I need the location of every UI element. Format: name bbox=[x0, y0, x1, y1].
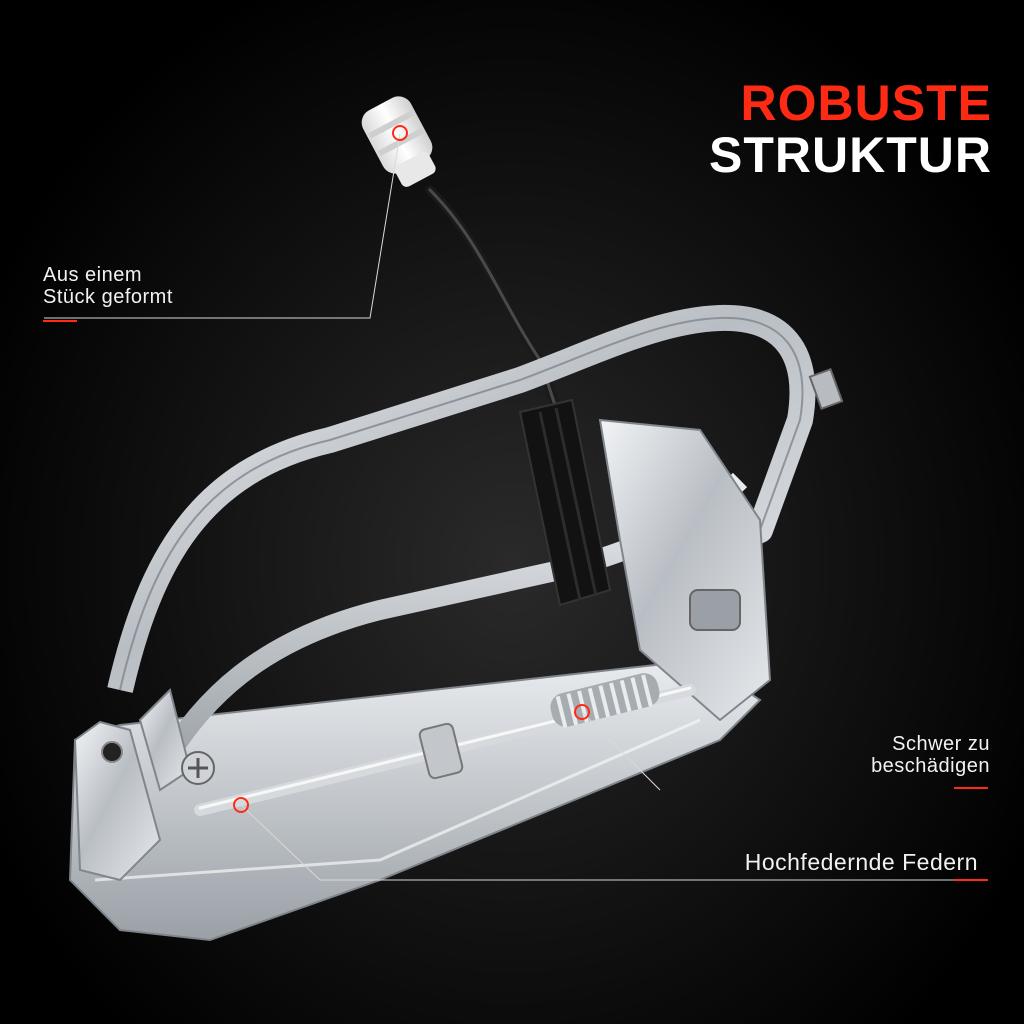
leader-one-piece bbox=[44, 133, 401, 319]
callout-springs: Hochfedernde Federn bbox=[744, 849, 978, 875]
marker-spring bbox=[574, 704, 590, 720]
red-underline-hard-to-damage bbox=[954, 787, 988, 789]
left-bracket bbox=[73, 720, 162, 882]
callout-one-piece: Aus einem Stück geformt bbox=[43, 264, 173, 308]
callout-hard-to-damage: Schwer zu beschädigen bbox=[871, 733, 990, 777]
callout-hard-to-damage-line-2: beschädigen bbox=[871, 755, 990, 777]
callout-one-piece-line-1: Aus einem bbox=[43, 264, 142, 286]
rod-collar bbox=[418, 722, 464, 780]
threaded-stud bbox=[808, 367, 844, 411]
callout-one-piece-line-2: Stück geformt bbox=[43, 286, 173, 308]
leader-hard-to-damage bbox=[581, 711, 661, 791]
headline-line-2: STRUKTUR bbox=[709, 127, 992, 183]
callout-springs-text: Hochfedernde Federn bbox=[744, 849, 978, 875]
callout-leader-lines bbox=[44, 133, 978, 881]
right-mechanism-block bbox=[598, 418, 772, 722]
marker-cable-cap bbox=[392, 125, 408, 141]
marker-rod bbox=[233, 797, 249, 813]
headline: ROBUSTE STRUKTUR bbox=[709, 78, 992, 180]
leader-springs bbox=[240, 804, 978, 881]
callout-hard-to-damage-line-1: Schwer zu bbox=[892, 733, 990, 755]
headline-line-1: ROBUSTE bbox=[740, 75, 992, 131]
black-lock-bar bbox=[518, 398, 612, 607]
red-underline-one-piece bbox=[43, 320, 77, 322]
coil-spring bbox=[550, 673, 660, 728]
red-underline-springs bbox=[954, 879, 988, 881]
cable-end-cap bbox=[361, 96, 436, 187]
